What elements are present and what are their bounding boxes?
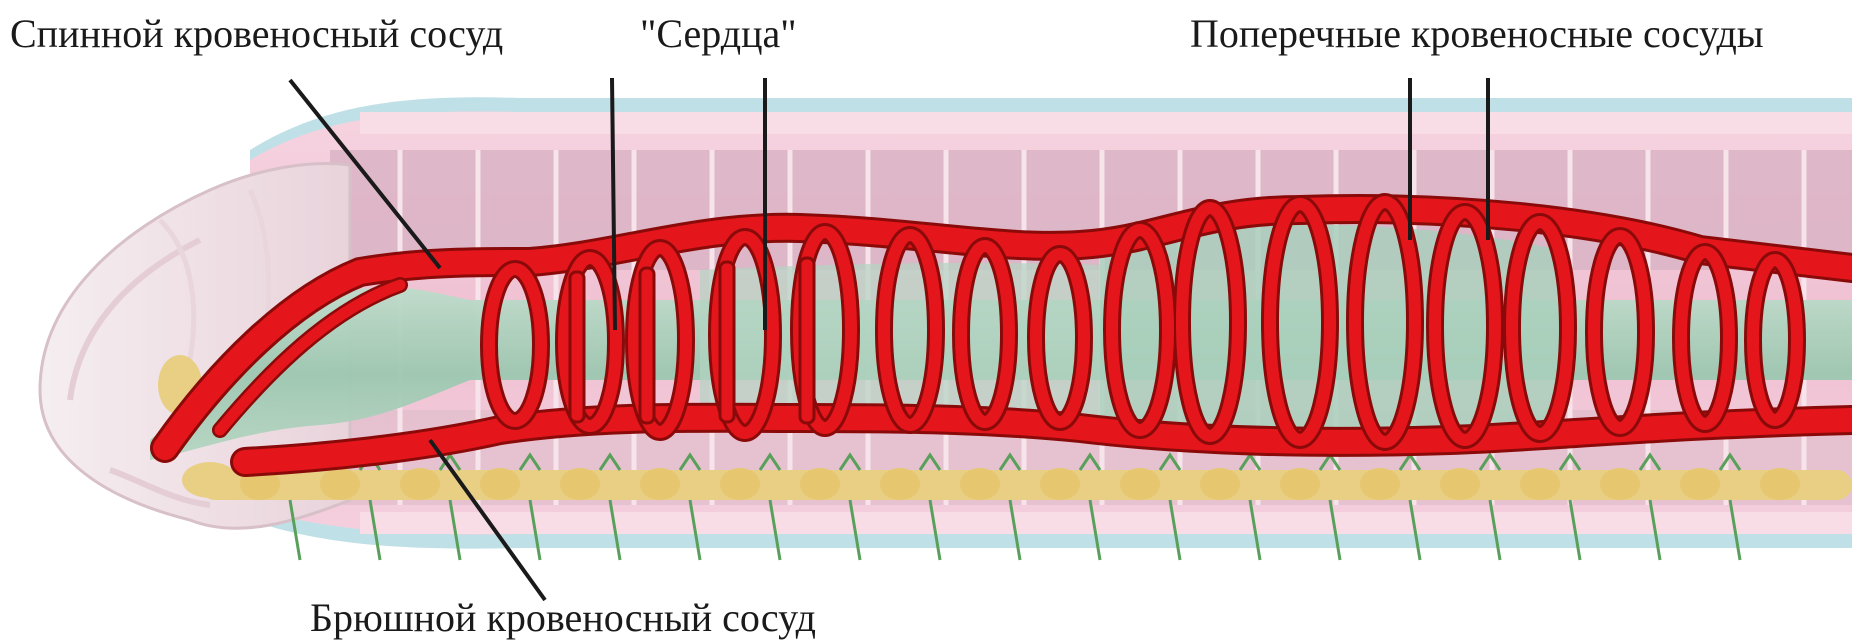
cuticle-inner-bottom [360,512,1852,534]
cuticle-inner-top [360,112,1852,134]
